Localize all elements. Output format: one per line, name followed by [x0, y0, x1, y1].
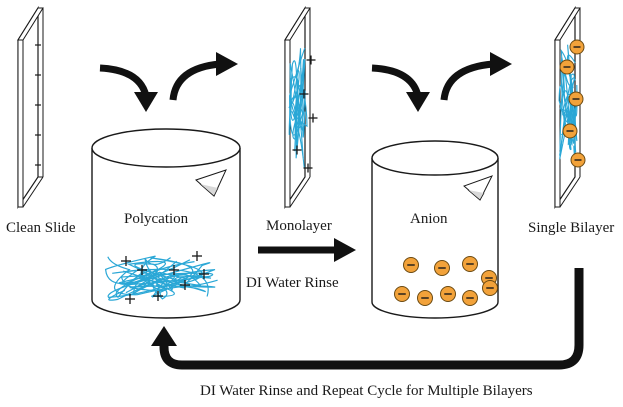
- polymer-chain: [107, 262, 216, 299]
- clean-slide-charges: [35, 44, 41, 166]
- polymer-chain: [118, 260, 214, 295]
- plus-charge: [180, 280, 190, 290]
- clean-slide-label: Clean Slide: [6, 220, 76, 236]
- anion-ion: [569, 39, 585, 55]
- monolayer-label: Monolayer: [266, 218, 332, 234]
- anion-ion: [482, 280, 498, 296]
- return-arrow-icon: [151, 268, 584, 370]
- bilayer-ions: [559, 39, 586, 168]
- anion-ions: [394, 256, 498, 306]
- plus-charge: [137, 265, 147, 275]
- anion-label: Anion: [410, 211, 448, 227]
- polymer-chain: [289, 63, 305, 168]
- anion-ion: [559, 59, 575, 75]
- lift-arrow-icon: [169, 52, 238, 101]
- anion-ion: [568, 91, 584, 107]
- plus-charge: [306, 55, 316, 65]
- plus-charge: [292, 145, 302, 155]
- anion-ion: [434, 260, 450, 276]
- rinse-label: DI Water Rinse: [246, 275, 339, 291]
- anion-ion: [462, 290, 478, 306]
- dip-arrow-2-icon: [371, 64, 430, 112]
- polycation-beaker-icon: [91, 128, 241, 319]
- anion-ion: [562, 123, 578, 139]
- clean-slide-icon: [17, 5, 44, 209]
- plus-charge: [153, 291, 163, 301]
- anion-ion: [394, 286, 410, 302]
- polycation-charges: [121, 251, 209, 304]
- anion-ion: [570, 152, 586, 168]
- plus-charge: [125, 294, 135, 304]
- plus-charge: [303, 163, 313, 173]
- anion-ion: [462, 256, 478, 272]
- single-bilayer-label: Single Bilayer: [528, 220, 614, 236]
- polymer-chain: [104, 255, 191, 301]
- plus-charge: [169, 265, 179, 275]
- anion-beaker-icon: [371, 140, 499, 319]
- lift-arrow-2-icon: [440, 52, 512, 101]
- anion-ion: [417, 290, 433, 306]
- plus-charge: [308, 113, 318, 123]
- dip-arrow-icon: [99, 64, 158, 112]
- anion-ion: [403, 257, 419, 273]
- repeat-cycle-label: DI Water Rinse and Repeat Cycle for Mult…: [200, 383, 533, 399]
- anion-ion: [440, 286, 456, 302]
- polycation-chains: [104, 255, 218, 301]
- polycation-label: Polycation: [124, 211, 189, 227]
- polymer-chain: [288, 60, 302, 159]
- plus-charge: [199, 269, 209, 279]
- plus-charge: [121, 256, 131, 266]
- monolayer-chains: [288, 47, 308, 168]
- monolayer-charges: [292, 55, 318, 173]
- plus-charge: [299, 89, 309, 99]
- polymer-chain: [142, 272, 212, 298]
- rinse-arrow-icon: [258, 238, 356, 262]
- plus-charge: [192, 251, 202, 261]
